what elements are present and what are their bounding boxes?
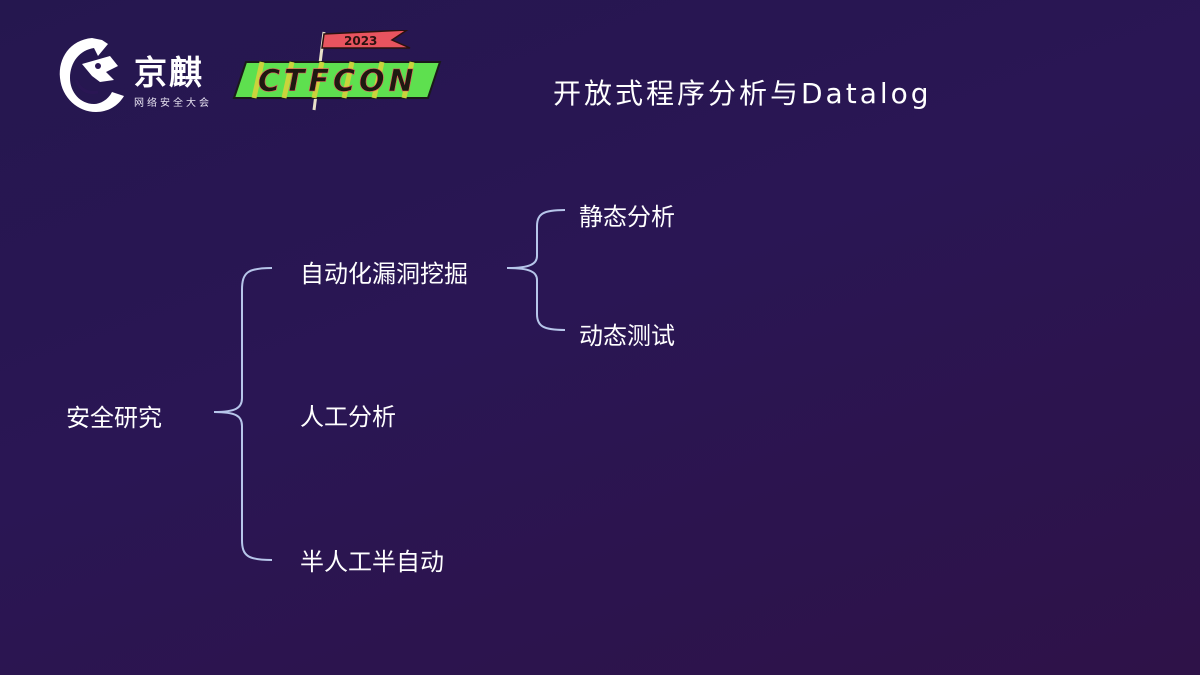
node-static-analysis: 静态分析 xyxy=(579,203,675,231)
flag-year: 2023 xyxy=(344,34,377,48)
brand-name: 京麒 xyxy=(134,53,204,92)
node-automated-vuln-mining: 自动化漏洞挖掘 xyxy=(300,260,468,288)
node-semi-automatic: 半人工半自动 xyxy=(300,548,444,576)
conference-logo: 京麒 网络安全大会 2023 CTFCON xyxy=(52,30,442,120)
root-node: 安全研究 xyxy=(66,404,162,432)
slide-title: 开放式程序分析与Datalog xyxy=(553,77,932,110)
banner-text: CTFCON xyxy=(258,64,418,99)
node-dynamic-testing: 动态测试 xyxy=(579,322,675,350)
root-bracket xyxy=(213,267,273,561)
brand-subtitle: 网络安全大会 xyxy=(134,98,212,109)
sub-bracket xyxy=(506,209,566,331)
dragon-logo-icon xyxy=(59,38,124,112)
ctfcon-banner: 2023 CTFCON xyxy=(232,30,442,111)
node-manual-analysis: 人工分析 xyxy=(300,403,396,431)
